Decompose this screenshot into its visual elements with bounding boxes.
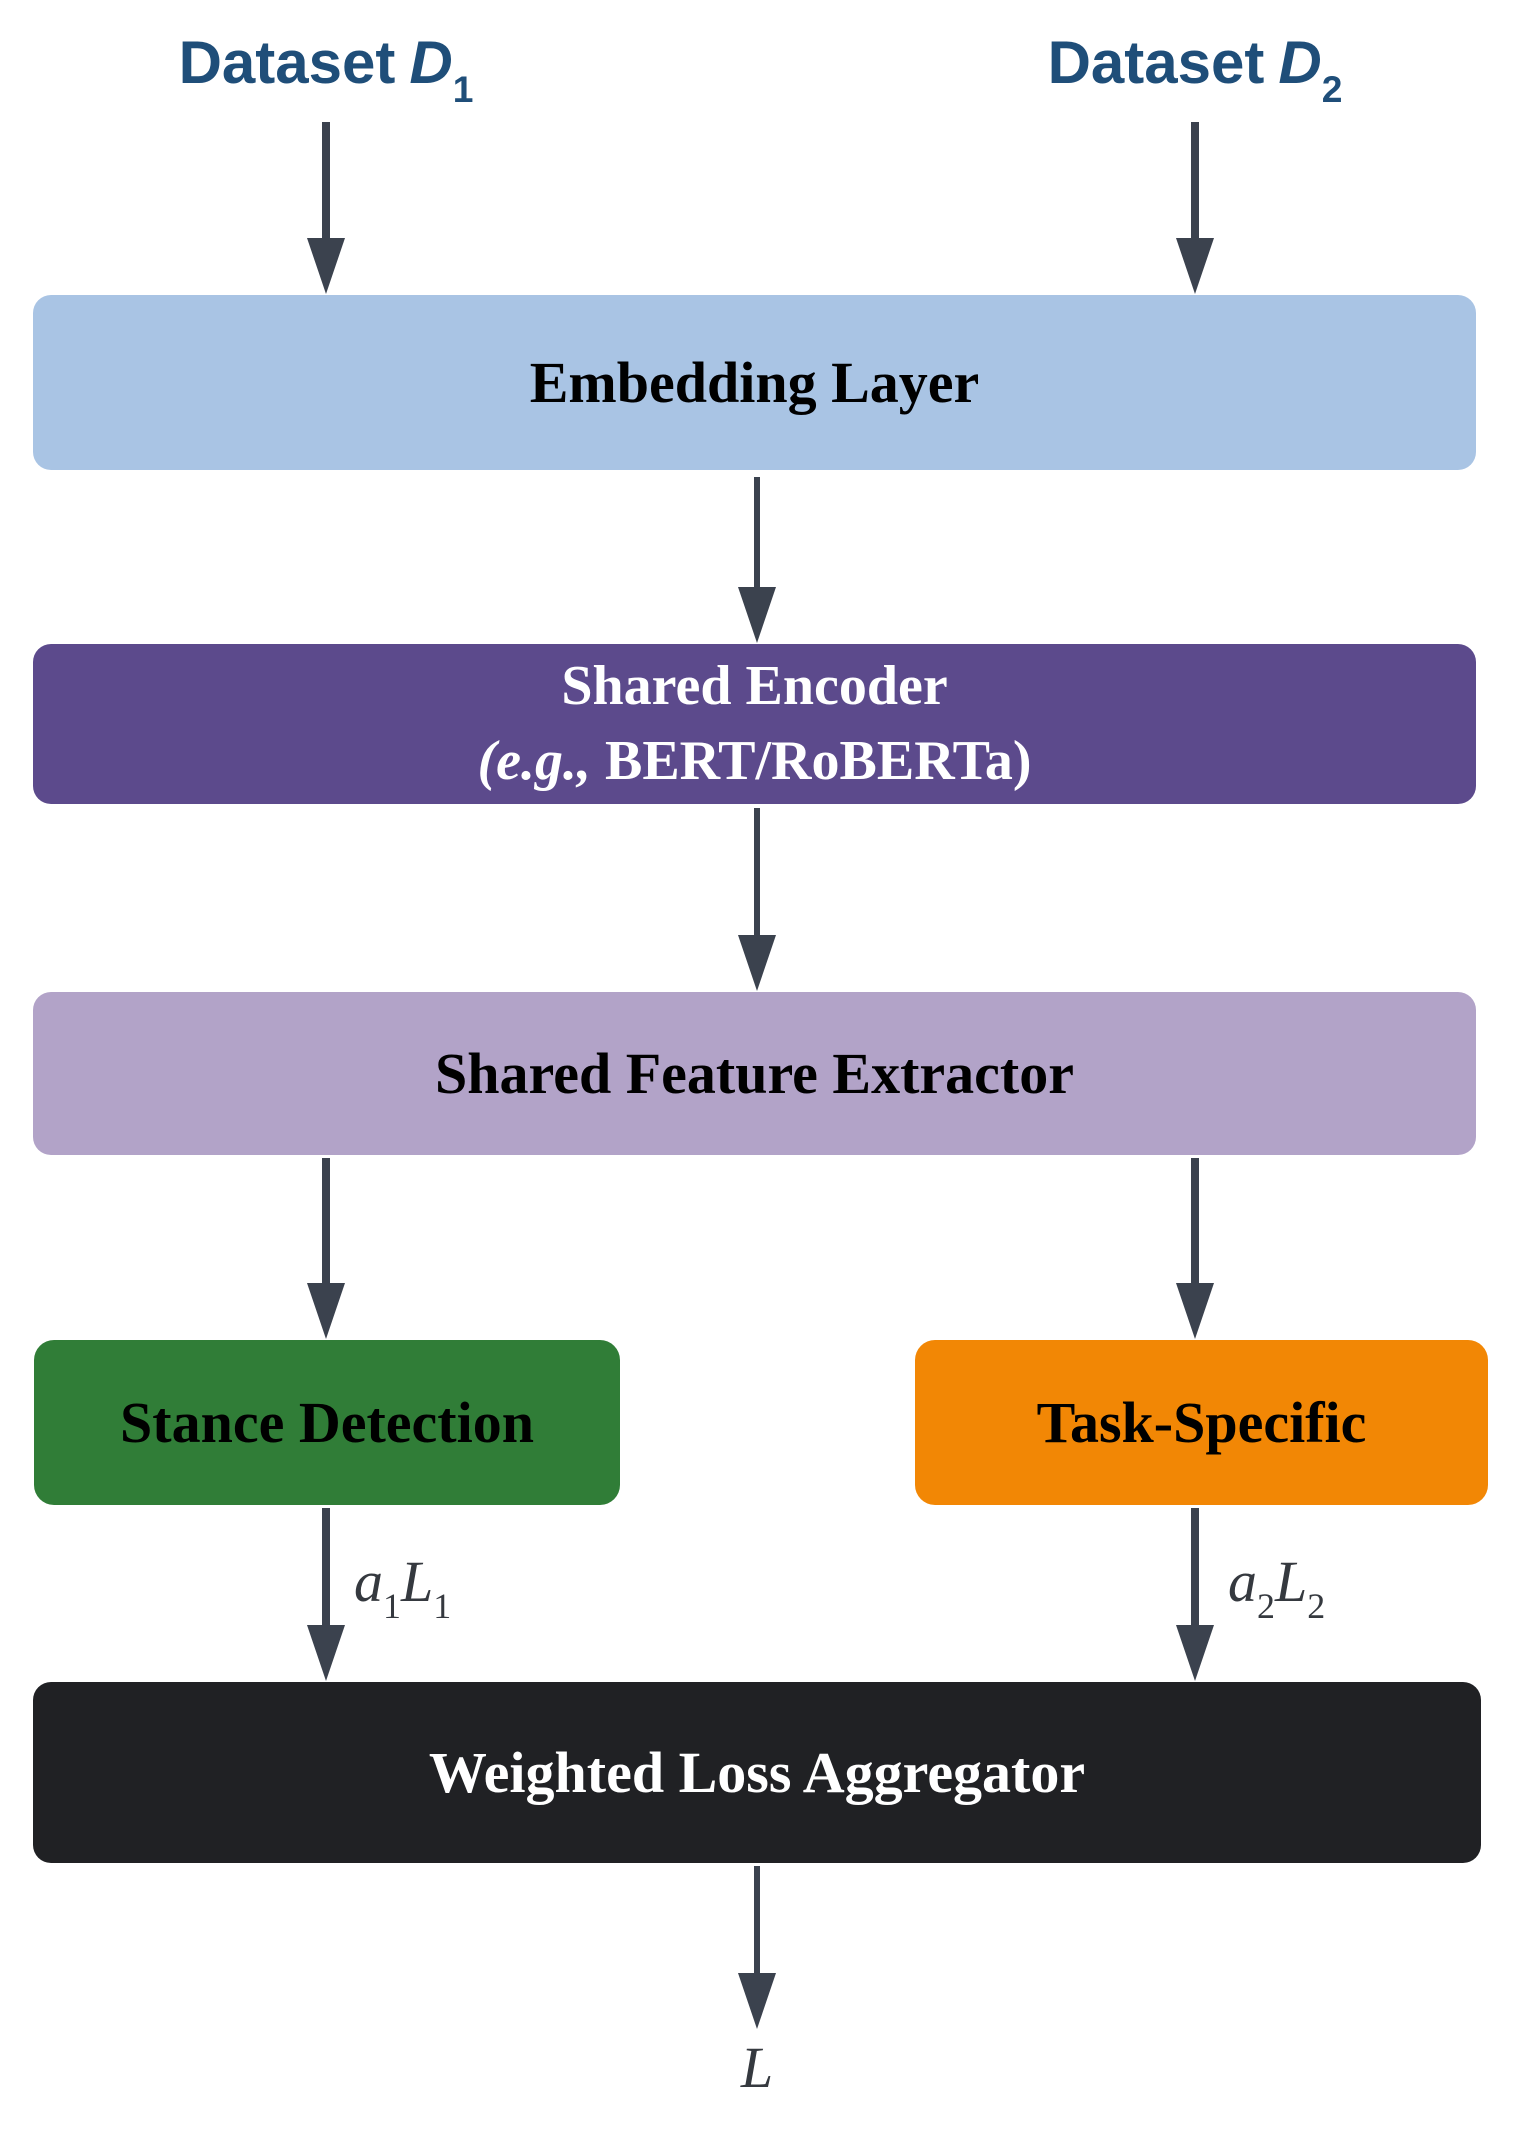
arrow-head-icon xyxy=(1176,1283,1214,1339)
arrow-shaft xyxy=(754,1866,760,1977)
arrow-head-icon xyxy=(738,587,776,643)
arrow-shaft xyxy=(322,122,330,242)
dataset-d1-prefix: Dataset xyxy=(178,29,396,96)
arrow-stance-to-aggregator xyxy=(306,1508,346,1681)
arrow-head-icon xyxy=(738,1973,776,2029)
arrow-shaft xyxy=(754,808,760,939)
arrow-shaft xyxy=(1191,1508,1199,1629)
shared-feature-extractor-label: Shared Feature Extractor xyxy=(435,1041,1074,1106)
arrow-extractor-to-task xyxy=(1175,1158,1215,1339)
shared-encoder-eg: (e.g., xyxy=(477,730,591,792)
dataset-d2-symbol: D xyxy=(1278,29,1322,96)
dataset-d2-subscript: 2 xyxy=(1321,68,1343,110)
arrow-task-to-aggregator xyxy=(1175,1508,1215,1681)
arrow-embedding-to-encoder xyxy=(737,477,777,643)
loss2-symbol-sub: 2 xyxy=(1307,1585,1326,1626)
loss2-coef: a xyxy=(1228,1549,1257,1614)
arrow-encoder-to-extractor xyxy=(737,808,777,991)
arrow-head-icon xyxy=(307,238,345,294)
arrow-head-icon xyxy=(1176,1625,1214,1681)
arrow-head-icon xyxy=(1176,238,1214,294)
shared-encoder-label-line1: Shared Encoder xyxy=(561,654,948,717)
arrow-shaft xyxy=(322,1508,330,1629)
arrow-shaft xyxy=(754,477,760,591)
weighted-loss-2-label: a2L2 xyxy=(1228,1549,1325,1624)
shared-encoder-label-line2: (e.g., BERT/RoBERTa) xyxy=(477,724,1031,799)
task-specific-label: Task-Specific xyxy=(1036,1390,1367,1455)
stance-detection-label: Stance Detection xyxy=(120,1390,534,1455)
shared-encoder-models: BERT/RoBERTa) xyxy=(590,730,1032,792)
shared-encoder-box: Shared Encoder (e.g., BERT/RoBERTa) xyxy=(33,644,1476,804)
dataset-d1-subscript: 1 xyxy=(452,68,474,110)
arrow-shaft xyxy=(1191,1158,1199,1287)
loss1-symbol: L xyxy=(400,1549,434,1614)
loss1-coef: a xyxy=(354,1549,383,1614)
embedding-layer-label: Embedding Layer xyxy=(529,350,980,415)
arrow-aggregator-to-output xyxy=(737,1866,777,2029)
loss1-symbol-sub: 1 xyxy=(433,1585,452,1626)
weighted-loss-aggregator-label: Weighted Loss Aggregator xyxy=(428,1740,1086,1805)
embedding-layer-box: Embedding Layer xyxy=(33,295,1476,470)
arrow-shaft xyxy=(322,1158,330,1287)
arrow-head-icon xyxy=(738,935,776,991)
stance-detection-box: Stance Detection xyxy=(34,1340,620,1505)
task-specific-box: Task-Specific xyxy=(915,1340,1488,1505)
loss1-coef-sub: 1 xyxy=(383,1585,401,1626)
arrow-extractor-to-stance xyxy=(306,1158,346,1339)
loss2-symbol: L xyxy=(1274,1549,1308,1614)
weighted-loss-1-label: a1L1 xyxy=(354,1549,451,1624)
arrow-shaft xyxy=(1191,122,1199,242)
arrow-head-icon xyxy=(307,1283,345,1339)
arrow-dataset2-to-embedding xyxy=(1175,122,1215,294)
dataset-d1-symbol: D xyxy=(409,29,453,96)
arrow-dataset1-to-embedding xyxy=(306,122,346,294)
total-loss-label: L xyxy=(740,2035,774,2100)
arrow-head-icon xyxy=(307,1625,345,1681)
weighted-loss-aggregator-box: Weighted Loss Aggregator xyxy=(33,1682,1481,1863)
loss2-coef-sub: 2 xyxy=(1257,1585,1275,1626)
shared-feature-extractor-box: Shared Feature Extractor xyxy=(33,992,1476,1155)
dataset-d2-prefix: Dataset xyxy=(1047,29,1265,96)
